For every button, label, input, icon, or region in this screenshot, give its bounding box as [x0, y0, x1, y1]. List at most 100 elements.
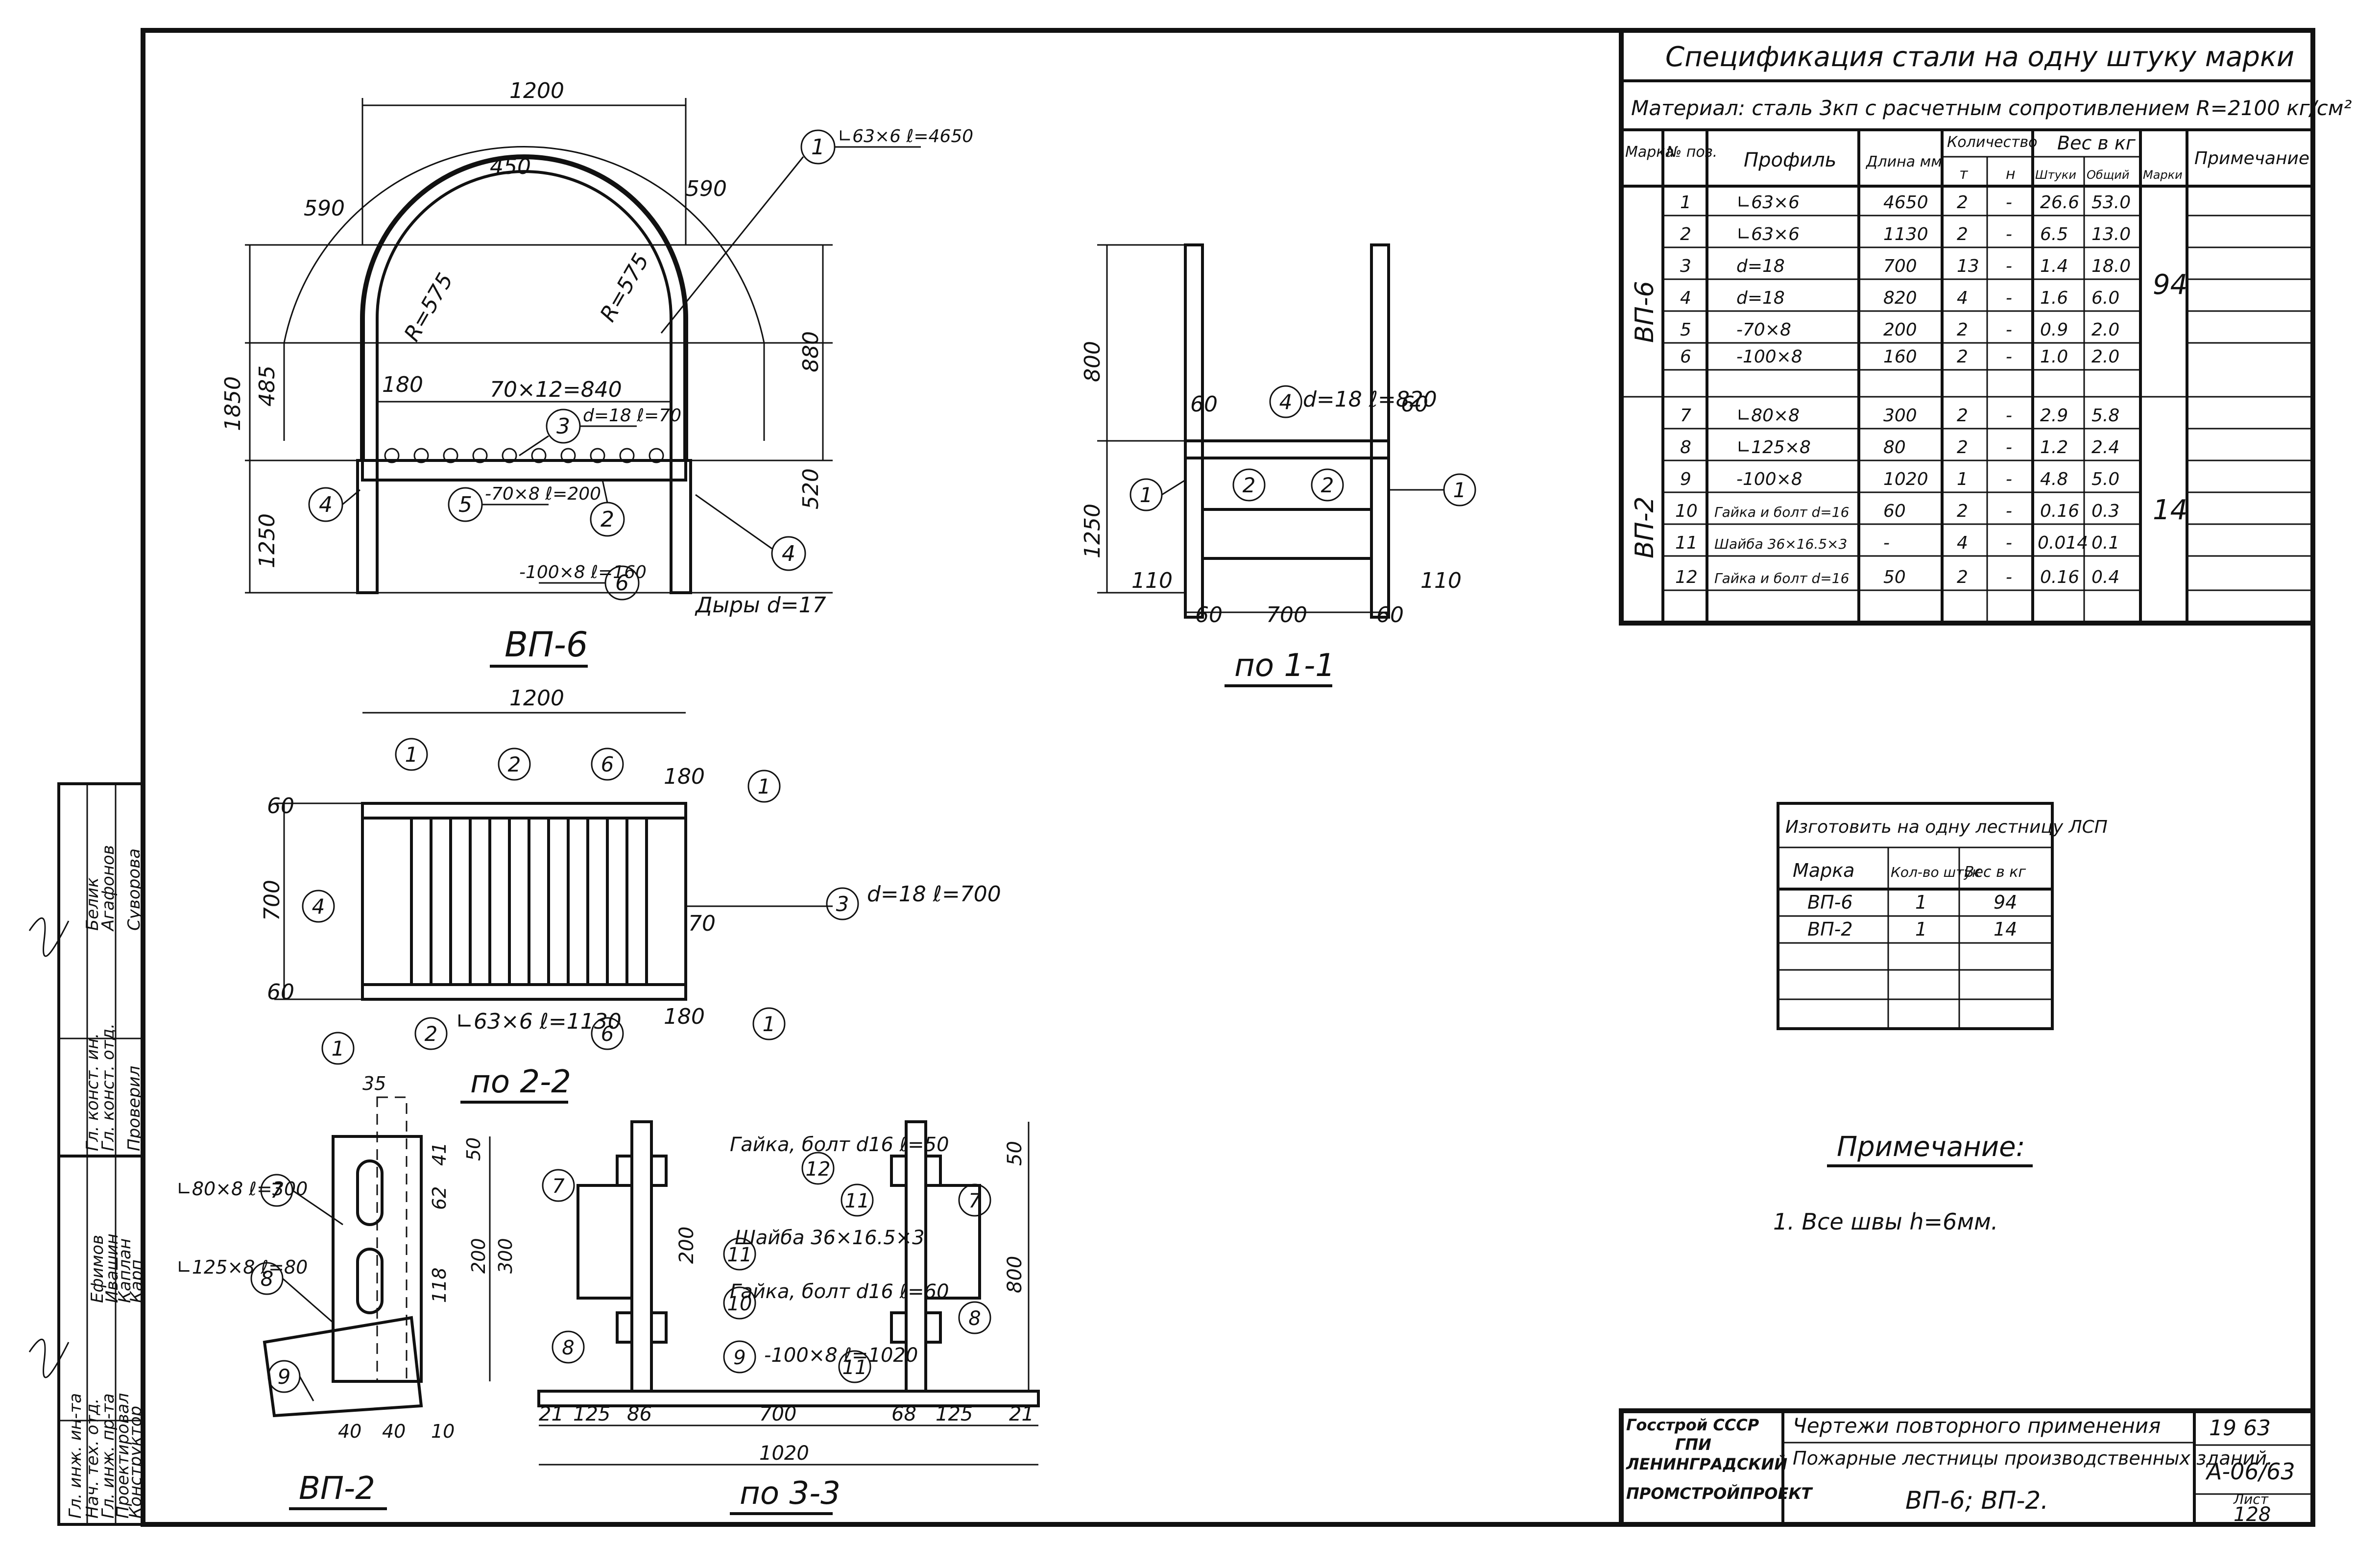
spec-cell: 0.4: [2091, 567, 2119, 587]
dim-180b: 180: [664, 764, 705, 789]
hdr-qty: Количество: [1947, 134, 2038, 151]
spec-cell: 1.2: [2040, 437, 2068, 458]
spec-cell: 2.0: [2091, 347, 2119, 367]
svg-text:7: 7: [968, 1190, 981, 1212]
dim-1200b: 1200: [509, 686, 564, 711]
spec-cell: 1020: [1883, 469, 1928, 489]
spec-cell: ∟80×8: [1736, 406, 1800, 426]
callout-10-label: Гайка, болт d16 ℓ=60: [730, 1280, 949, 1303]
svg-text:1: 1: [811, 135, 825, 160]
spec-cell: 8: [1680, 437, 1691, 458]
svg-text:2: 2: [508, 752, 521, 776]
dim-70: 70: [688, 911, 716, 936]
svg-text:3: 3: [836, 892, 849, 916]
dim-800b: 800: [1004, 1256, 1026, 1293]
dim-60f: 60: [267, 980, 294, 1005]
svg-text:8: 8: [968, 1307, 981, 1330]
dim-60e: 60: [267, 794, 294, 819]
dim-118: 118: [429, 1267, 450, 1303]
dim-1850: 1850: [220, 376, 245, 431]
view-vp6: 1200 450 590 590 70×12=840 180 1850 485 …: [220, 78, 973, 668]
sidebar-role2-1: Гл. конст. ин.: [83, 1033, 102, 1151]
sidebar-role-4: Проектировал: [113, 1393, 133, 1519]
callout-4b-label: d=18 ℓ=820: [1303, 387, 1437, 412]
spec-cell: -: [2006, 193, 2012, 213]
svg-text:6: 6: [601, 752, 614, 776]
hdr-qty-t: т: [1959, 166, 1969, 183]
dim-40b: 40: [382, 1421, 406, 1442]
callout-7-label: ∟80×8 ℓ=300: [176, 1178, 308, 1200]
org-line-3: ЛЕНИНГРАДСКИЙ: [1626, 1455, 1787, 1473]
org-line-2: ГПИ: [1675, 1435, 1711, 1454]
svg-text:1: 1: [405, 743, 418, 767]
spec-cell: 6.5: [2040, 224, 2068, 244]
desc-line-1: Чертежи повторного применения: [1793, 1414, 2161, 1438]
dim-180c: 180: [664, 1004, 705, 1029]
sidebar-name-2: Ивашин: [102, 1233, 122, 1303]
view-title-1-1: по 1-1: [1234, 648, 1335, 684]
dim-41: 41: [429, 1142, 450, 1166]
svg-text:4: 4: [1279, 390, 1293, 414]
spec-table: Спецификация стали на одну штуку марки М…: [1619, 28, 2352, 626]
section-2-2: 1200 700 60 60 180 180 70 d=18 ℓ=700 ∟63…: [260, 686, 1001, 1104]
spec-cell: -: [2006, 256, 2012, 276]
spec-cell: d=18: [1736, 288, 1785, 308]
spec-cell: 0.1: [2091, 533, 2119, 553]
svg-text:1: 1: [1140, 483, 1153, 507]
fab-cell: ВП-2: [1807, 918, 1853, 940]
spec-cell: 700: [1883, 256, 1917, 276]
dim-200b: 200: [675, 1227, 698, 1264]
dim-1020: 1020: [759, 1442, 809, 1465]
dim-40a: 40: [338, 1421, 361, 1442]
title-block: Госстрой СССР ГПИ ЛЕНИНГРАДСКИЙ ПРОМСТРО…: [1619, 1408, 2315, 1527]
approval-sidebar: Гл. инж. ин-та Нач. тех. отд. Гл. инж. п…: [28, 782, 146, 1526]
svg-text:3: 3: [556, 414, 570, 439]
spec-cell: 2: [1957, 224, 1968, 244]
spec-cell: Гайка и болт d=16: [1714, 504, 1849, 520]
sidebar-role-1: Гл. инж. ин-та: [66, 1393, 85, 1519]
tb-sheet-label: Лист: [2233, 1491, 2269, 1507]
dim-880: 880: [798, 331, 823, 372]
dim-86: 86: [627, 1403, 652, 1425]
sidebar-name2-1: Белик: [83, 877, 102, 931]
dim-590: 590: [304, 196, 345, 221]
spec-cell: 50: [1883, 567, 1906, 587]
spec-cell: 2: [1957, 437, 1968, 458]
sidebar-name-4: Карп: [127, 1259, 146, 1303]
hdr-pos: № поз.: [1665, 144, 1717, 161]
signature-mark: [28, 1338, 70, 1378]
svg-text:7: 7: [270, 1179, 284, 1203]
dim-21a: 21: [539, 1403, 564, 1425]
spec-cell: 4650: [1883, 193, 1928, 213]
spec-material: Материал: сталь 3кп с расчетным сопротив…: [1631, 96, 2352, 120]
dim-50b: 50: [1004, 1141, 1026, 1166]
spec-cell: 11: [1675, 533, 1698, 553]
svg-text:11: 11: [845, 1190, 870, 1212]
dim-68: 68: [891, 1403, 916, 1425]
sidebar-role-2: Нач. тех. отд.: [83, 1399, 102, 1519]
spec-cell: 2: [1957, 567, 1968, 587]
svg-text:1: 1: [758, 774, 771, 798]
view-title-vp6: ВП-6: [505, 625, 588, 665]
spec-cell: 1.6: [2040, 288, 2068, 308]
spec-cell: 4: [1680, 288, 1691, 308]
svg-text:2: 2: [1243, 473, 1256, 497]
callout-8-label: ∟125×8 ℓ=80: [176, 1256, 308, 1278]
dim-700: 700: [1266, 603, 1307, 627]
hdr-note: Примечание: [2194, 148, 2309, 169]
dim-200: 200: [468, 1238, 489, 1274]
svg-text:11: 11: [842, 1356, 867, 1379]
fab-cell: 94: [1994, 892, 2017, 913]
spec-cell: d=18: [1736, 256, 1785, 276]
svg-text:2: 2: [601, 507, 614, 532]
view-vp2: 35 300 200 50 62 41 118 40 40 10 ∟80×8 ℓ…: [176, 1073, 516, 1510]
holes-note: Дыры d=17: [695, 593, 826, 618]
svg-text:1: 1: [1453, 478, 1466, 502]
spec-cell: 200: [1883, 320, 1917, 340]
spec-cell: 0.3: [2091, 501, 2119, 521]
svg-text:7: 7: [552, 1175, 565, 1198]
svg-text:4: 4: [319, 492, 333, 517]
fabrication-table: Изготовить на одну лестницу ЛСП Марка Ко…: [1777, 802, 2108, 1030]
svg-text:12: 12: [806, 1158, 831, 1181]
